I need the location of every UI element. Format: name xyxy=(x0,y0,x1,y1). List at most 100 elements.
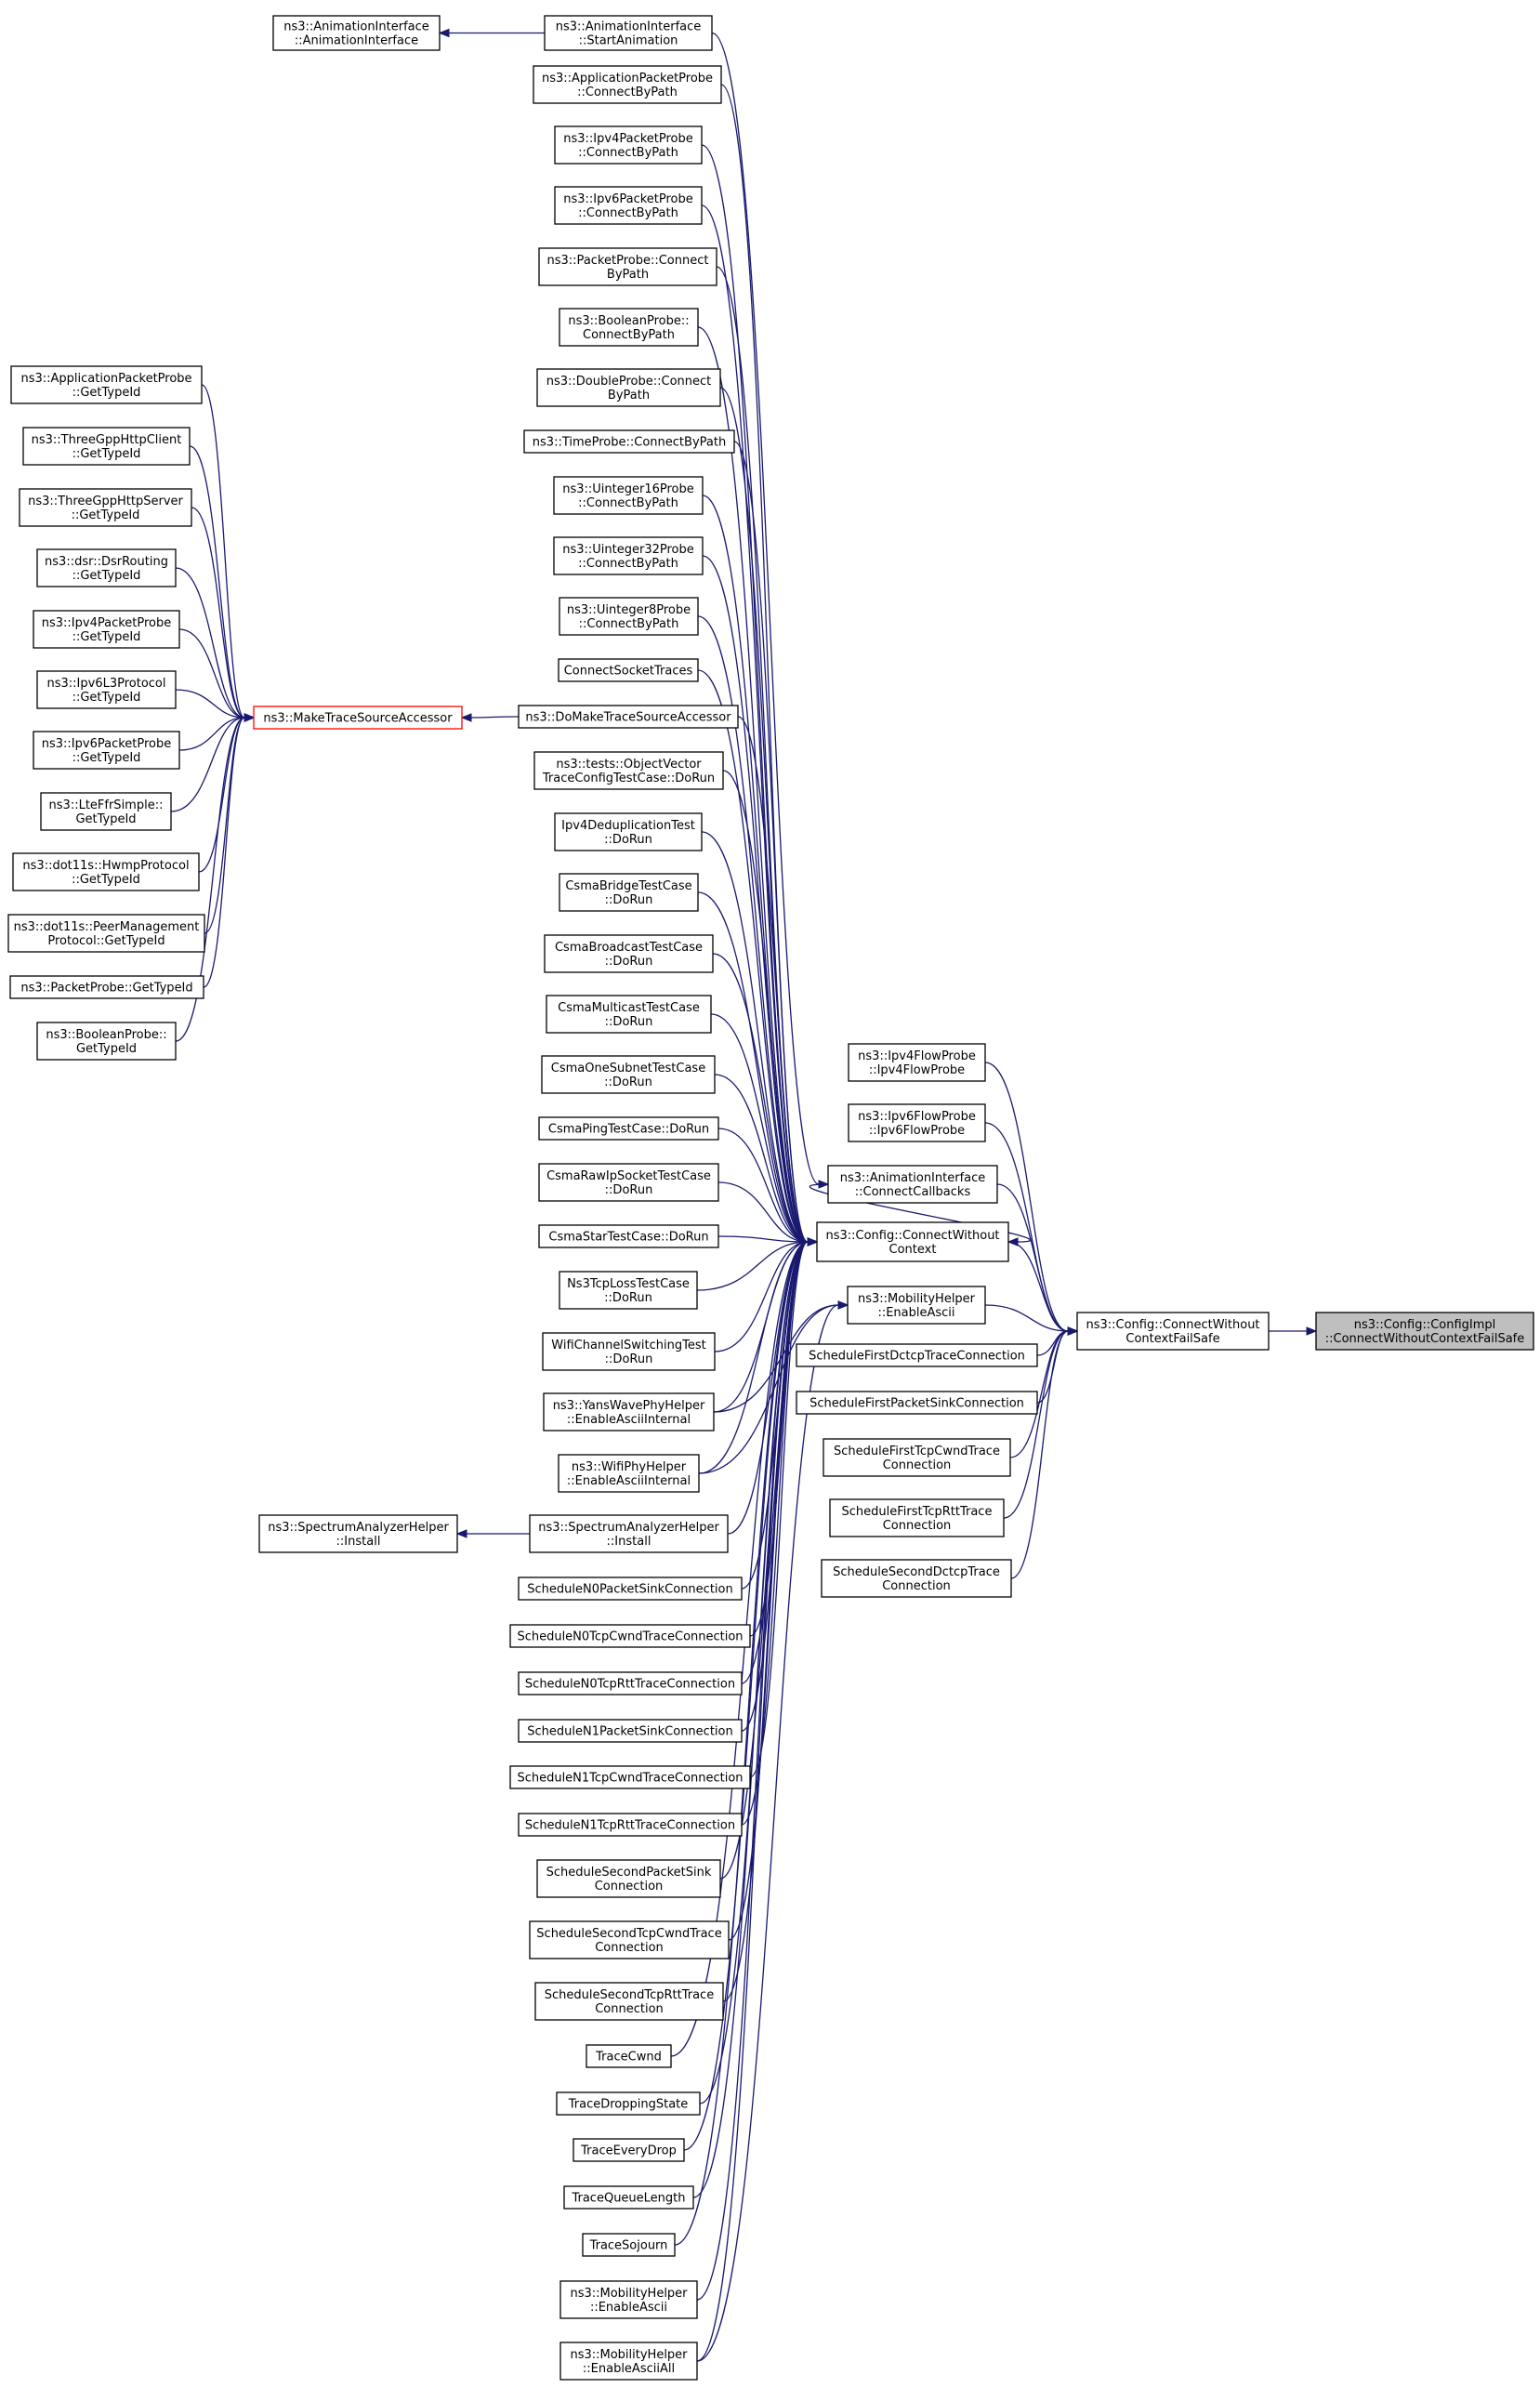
graph-node-spec-outer[interactable]: ns3::SpectrumAnalyzerHelper::Install xyxy=(258,1514,458,1553)
graph-node-csmamcast[interactable]: CsmaMulticastTestCase::DoRun xyxy=(546,995,712,1034)
graph-node-csmabridge[interactable]: CsmaBridgeTestCase::DoRun xyxy=(559,873,699,912)
graph-node-tracesojourn[interactable]: TraceSojourn xyxy=(582,2233,676,2257)
graph-node-ai-ai[interactable]: ns3::AnimationInterface::AnimationInterf… xyxy=(272,15,441,51)
node-label-line: ScheduleN1PacketSinkConnection xyxy=(527,1725,732,1739)
graph-node-ipv6probe-gti[interactable]: ns3::Ipv6PacketProbe::GetTypeId xyxy=(33,731,180,770)
graph-node-n0pks[interactable]: ScheduleN0PacketSinkConnection xyxy=(518,1577,743,1601)
node-label-line: Connection xyxy=(883,1519,952,1533)
graph-node-ipv4dedup[interactable]: Ipv4DeduplicationTest::DoRun xyxy=(554,812,703,851)
graph-node-ipv4probe-gti[interactable]: ns3::Ipv4PacketProbe::GetTypeId xyxy=(33,610,180,649)
graph-node-csmastar[interactable]: CsmaStarTestCase::DoRun xyxy=(538,1224,719,1248)
node-label-line: ContextFailSafe xyxy=(1125,1332,1219,1346)
graph-node-tracedropstate[interactable]: TraceDroppingState xyxy=(556,2091,701,2116)
node-box xyxy=(529,1920,730,1959)
graph-node-n1rtt[interactable]: ScheduleN1TcpRttTraceConnection xyxy=(518,1813,743,1837)
graph-node-cfgimpl[interactable]: ns3::Config::ConfigImpl::ConnectWithoutC… xyxy=(1315,1312,1534,1351)
graph-node-u16probe-cbp[interactable]: ns3::Uinteger16Probe::ConnectByPath xyxy=(553,476,704,515)
graph-node-cfg-cwcfs[interactable]: ns3::Config::ConnectWithoutContextFailSa… xyxy=(1076,1312,1270,1351)
node-label-line: ::AnimationInterface xyxy=(295,34,418,48)
graph-node-pktprobe-cbp[interactable]: ns3::PacketProbe::ConnectByPath xyxy=(538,247,717,286)
graph-node-csmaraw[interactable]: CsmaRawIpSocketTestCase::DoRun xyxy=(538,1163,719,1202)
node-box xyxy=(7,914,205,953)
node-label-line: ::Ipv4FlowProbe xyxy=(869,1063,965,1077)
graph-node-peermgmt-gti[interactable]: ns3::dot11s::PeerManagementProtocol::Get… xyxy=(7,914,205,953)
node-box xyxy=(1315,1312,1534,1351)
graph-node-boolprobe-gti[interactable]: ns3::BooleanProbe::GetTypeId xyxy=(36,1022,177,1061)
graph-node-n1cwnd[interactable]: ScheduleN1TcpCwndTraceConnection xyxy=(509,1765,751,1789)
graph-node-objvec[interactable]: ns3::tests::ObjectVectorTraceConfigTestC… xyxy=(533,751,724,790)
graph-node-wifiphy[interactable]: ns3::WifiPhyHelper::EnableAsciiInternal xyxy=(558,1454,700,1493)
graph-node-ns3tcploss[interactable]: Ns3TcpLossTestCase::DoRun xyxy=(559,1271,698,1310)
node-label-line: WifiChannelSwitchingTest xyxy=(551,1339,705,1352)
node-label-line: ::GetTypeId xyxy=(72,569,141,583)
node-label-line: ns3::ApplicationPacketProbe xyxy=(542,72,713,86)
graph-node-csmaone[interactable]: CsmaOneSubnetTestCase::DoRun xyxy=(541,1055,716,1094)
graph-node-traceqlen[interactable]: TraceQueueLength xyxy=(563,2185,694,2210)
graph-node-u32probe-cbp[interactable]: ns3::Uinteger32Probe::ConnectByPath xyxy=(553,536,704,575)
graph-node-ai-start[interactable]: ns3::AnimationInterface::StartAnimation xyxy=(544,15,713,51)
graph-node-spec-inner[interactable]: ns3::SpectrumAnalyzerHelper::Install xyxy=(529,1514,729,1553)
edge-yanswave-to-cfg_cwc xyxy=(713,1241,809,1413)
node-label-line: ns3::MakeTraceSourceAccessor xyxy=(263,712,453,726)
graph-node-ai-cc[interactable]: ns3::AnimationInterface::ConnectCallback… xyxy=(827,1165,998,1204)
graph-node-csmabcast[interactable]: CsmaBroadcastTestCase::DoRun xyxy=(544,934,714,973)
graph-node-boolprobe-cbp[interactable]: ns3::BooleanProbe::ConnectByPath xyxy=(559,308,699,347)
edge-cfg_cwc-to-cfg_cwcfs xyxy=(1007,1241,1069,1332)
graph-node-n0cwnd[interactable]: ScheduleN0TcpCwndTraceConnection xyxy=(509,1624,751,1648)
node-label-line: Connection xyxy=(595,1880,664,1893)
graph-node-domake[interactable]: ns3::DoMakeTraceSourceAccessor xyxy=(518,705,739,729)
node-label-line: ns3::BooleanProbe:: xyxy=(46,1028,166,1042)
graph-node-httpserver-gti[interactable]: ns3::ThreeGppHttpServer::GetTypeId xyxy=(19,488,192,527)
graph-node-maketsa[interactable]: ns3::MakeTraceSourceAccessor xyxy=(253,706,463,730)
graph-node-n1pks[interactable]: ScheduleN1PacketSinkConnection xyxy=(518,1719,743,1743)
graph-node-u8probe-cbp[interactable]: ns3::Uinteger8Probe::ConnectByPath xyxy=(559,597,699,636)
graph-node-lteffr-gti[interactable]: ns3::LteFfrSimple::GetTypeId xyxy=(40,792,172,831)
graph-node-appprobe-gti[interactable]: ns3::ApplicationPacketProbe::GetTypeId xyxy=(10,365,203,404)
graph-node-mob-eaall[interactable]: ns3::MobilityHelper::EnableAsciiAll xyxy=(559,2342,698,2381)
node-label-line: TraceSojourn xyxy=(589,2239,668,2253)
graph-node-wifichan[interactable]: WifiChannelSwitchingTest::DoRun xyxy=(542,1332,716,1371)
graph-node-ipv6l3-gti[interactable]: ns3::Ipv6L3Protocol::GetTypeId xyxy=(36,670,177,709)
edge-arrowhead-domake-to-maketsa xyxy=(460,713,472,722)
graph-node-mob-ea-r[interactable]: ns3::MobilityHelper::EnableAscii xyxy=(847,1286,986,1325)
node-box xyxy=(9,975,204,999)
node-box xyxy=(22,427,191,466)
graph-node-ipv4flow[interactable]: ns3::Ipv4FlowProbe::Ipv4FlowProbe xyxy=(848,1043,986,1082)
graph-node-ipv6flow[interactable]: ns3::Ipv6FlowProbe::Ipv6FlowProbe xyxy=(848,1103,986,1142)
edge-yanswave-to-mob_ea_r xyxy=(713,1304,839,1413)
node-box xyxy=(554,812,703,851)
graph-node-hwmp-gti[interactable]: ns3::dot11s::HwmpProtocol::GetTypeId xyxy=(12,852,200,891)
node-label-line: ns3::Ipv6PacketProbe xyxy=(563,192,693,206)
graph-node-traceeverydrop[interactable]: TraceEveryDrop xyxy=(573,2138,685,2162)
node-label-line: ns3::MobilityHelper xyxy=(570,2287,688,2301)
graph-node-sfpks[interactable]: ScheduleFirstPacketSinkConnection xyxy=(796,1391,1038,1415)
graph-node-csmaping[interactable]: CsmaPingTestCase::DoRun xyxy=(538,1116,719,1141)
graph-node-timeprobe-cbp[interactable]: ns3::TimeProbe::ConnectByPath xyxy=(523,429,735,454)
graph-node-pktprobe-gti[interactable]: ns3::PacketProbe::GetTypeId xyxy=(9,975,204,999)
graph-node-ipv6probe-cbp[interactable]: ns3::Ipv6PacketProbe::ConnectByPath xyxy=(554,186,703,225)
graph-node-cfg-cwc[interactable]: ns3::Config::ConnectWithoutContext xyxy=(816,1221,1009,1262)
graph-node-appprobe-cbp[interactable]: ns3::ApplicationPacketProbe::ConnectByPa… xyxy=(533,65,722,104)
graph-node-sfdctcp[interactable]: ScheduleFirstDctcpTraceConnection xyxy=(796,1343,1038,1367)
graph-node-mob-ea-l[interactable]: ns3::MobilityHelper::EnableAscii xyxy=(559,2280,698,2319)
graph-node-n0rtt[interactable]: ScheduleN0TcpRttTraceConnection xyxy=(518,1671,743,1695)
graph-node-ipv4probe-cbp[interactable]: ns3::Ipv4PacketProbe::ConnectByPath xyxy=(554,125,703,165)
graph-node-connectsock[interactable]: ConnectSocketTraces xyxy=(558,658,699,682)
graph-node-dsr-gti[interactable]: ns3::dsr::DsrRouting::GetTypeId xyxy=(36,548,177,587)
node-label-line: ::ConnectByPath xyxy=(578,146,678,160)
edge-csmastar-to-cfg_cwc xyxy=(717,1235,809,1243)
node-label-line: ns3::dsr::DsrRouting xyxy=(45,555,168,569)
node-box xyxy=(559,2342,698,2381)
graph-node-tracecwnd[interactable]: TraceCwnd xyxy=(586,2044,672,2068)
graph-node-dblprobe-cbp[interactable]: ns3::DoubleProbe::ConnectByPath xyxy=(536,368,721,407)
edge-csmabcast-to-cfg_cwc xyxy=(712,953,809,1243)
edge-arrowhead-spec_inner-to-spec_outer xyxy=(455,1529,467,1538)
graph-node-httpclient-gti[interactable]: ns3::ThreeGppHttpClient::GetTypeId xyxy=(22,427,191,466)
graph-node-yanswave[interactable]: ns3::YansWavePhyHelper::EnableAsciiInter… xyxy=(543,1392,715,1431)
